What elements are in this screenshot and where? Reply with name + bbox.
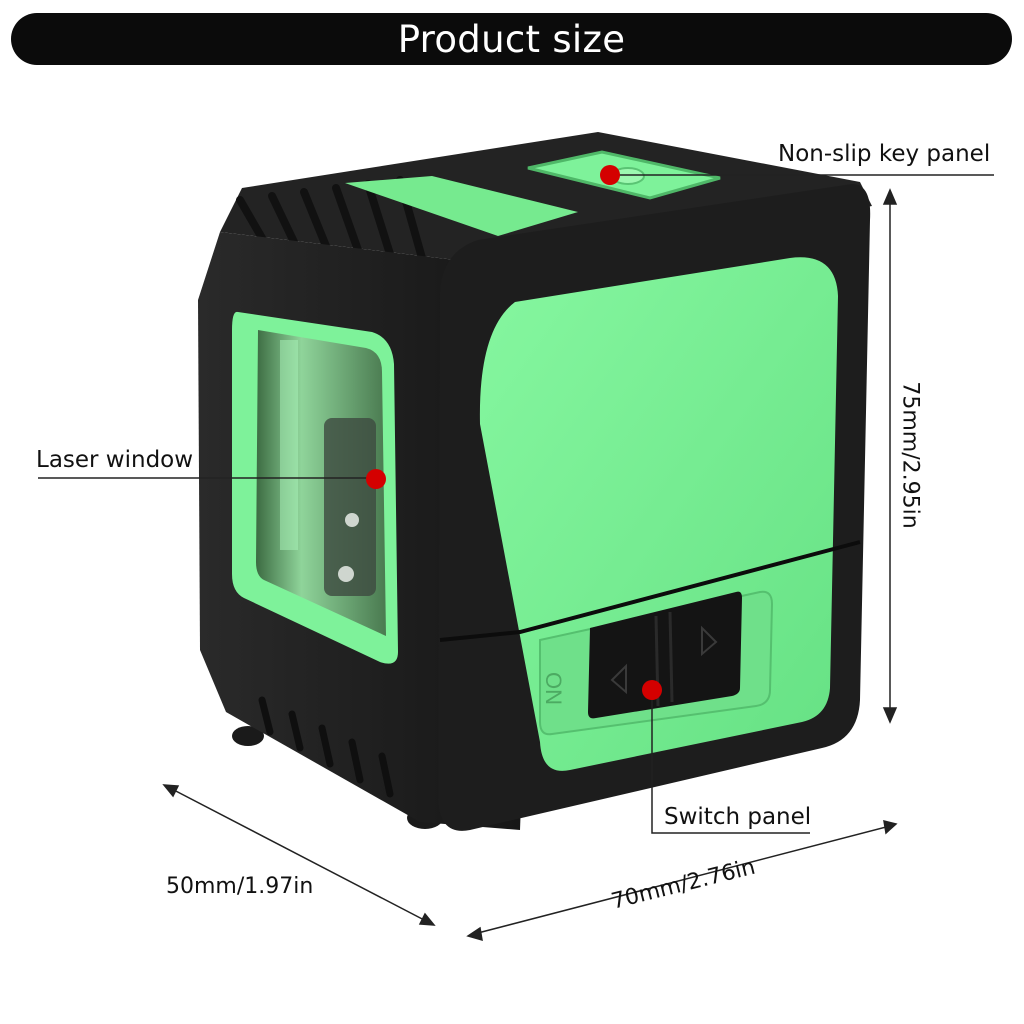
key-panel-marker	[600, 165, 620, 185]
on-label: ON	[541, 672, 566, 705]
depth-dimension-label: 50mm/1.97in	[166, 874, 314, 899]
height-dimension-label: 75mm/2.95in	[897, 381, 923, 529]
switch-panel-marker	[642, 680, 662, 700]
leader-lines	[38, 174, 994, 834]
laser-window-label: Laser window	[36, 447, 194, 473]
depth-dimension-arrow	[162, 784, 436, 926]
laser-window-marker	[366, 469, 386, 489]
height-dimension-arrow	[882, 188, 898, 724]
page-title: Product size	[397, 17, 626, 61]
title-banner: Product size	[11, 13, 1012, 65]
width-dimension-arrow	[466, 819, 898, 942]
switch-panel-label: Switch panel	[664, 804, 812, 830]
top-green-panel	[345, 176, 578, 236]
housing-seam	[439, 540, 861, 642]
bottom-ridges	[258, 696, 394, 798]
key-panel-label: Non-slip key panel	[778, 141, 991, 167]
laser-module	[280, 340, 376, 596]
